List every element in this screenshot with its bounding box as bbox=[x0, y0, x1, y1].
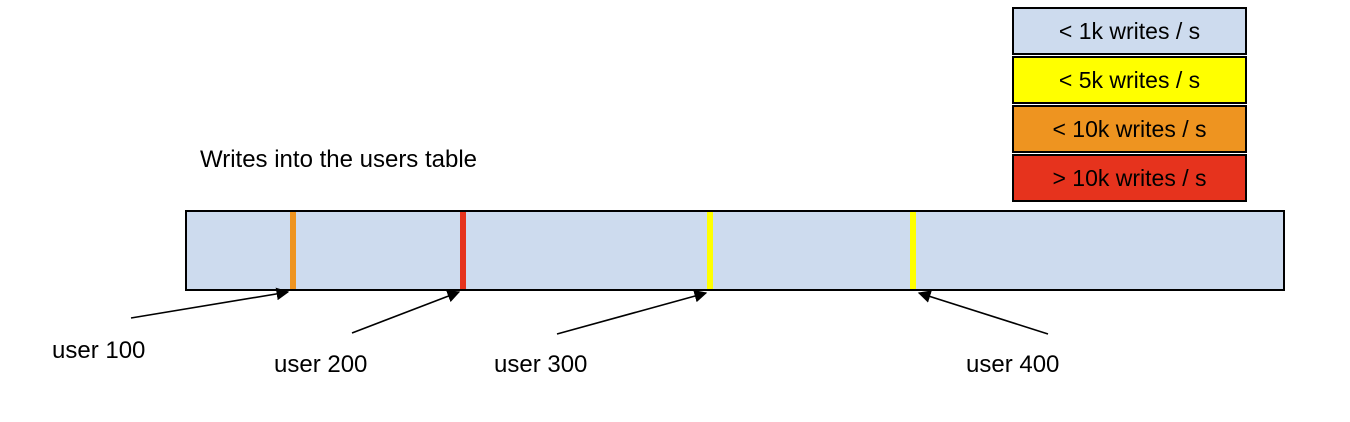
diagram-title: Writes into the users table bbox=[200, 146, 478, 173]
write-hotspot-stripe-user-100 bbox=[290, 212, 296, 289]
legend-item-lt-1k: < 1k writes / s bbox=[1012, 7, 1247, 55]
arrow-user-100 bbox=[130, 287, 290, 319]
legend: < 1k writes / s < 5k writes / s < 10k wr… bbox=[1012, 7, 1247, 203]
users-table-bar bbox=[185, 210, 1285, 291]
legend-item-label: < 5k writes / s bbox=[1058, 66, 1201, 93]
user-label-200: user 200 bbox=[274, 351, 368, 378]
arrow-user-400 bbox=[917, 290, 1049, 335]
write-hotspot-stripe-user-300 bbox=[707, 212, 713, 289]
legend-item-label: > 10k writes / s bbox=[1052, 164, 1207, 191]
arrow-user-200 bbox=[351, 290, 461, 334]
user-label-300: user 300 bbox=[494, 351, 588, 378]
write-hotspot-stripe-user-400 bbox=[910, 212, 916, 289]
legend-item-lt-5k: < 5k writes / s bbox=[1012, 56, 1247, 104]
legend-item-lt-10k: < 10k writes / s bbox=[1012, 105, 1247, 153]
write-hotspot-stripe-user-200 bbox=[460, 212, 466, 289]
user-label-400: user 400 bbox=[966, 351, 1060, 378]
legend-item-label: < 10k writes / s bbox=[1052, 115, 1207, 142]
user-label-100: user 100 bbox=[52, 337, 146, 364]
legend-item-label: < 1k writes / s bbox=[1058, 17, 1201, 44]
legend-item-gt-10k: > 10k writes / s bbox=[1012, 154, 1247, 202]
arrow-user-300 bbox=[556, 289, 708, 335]
